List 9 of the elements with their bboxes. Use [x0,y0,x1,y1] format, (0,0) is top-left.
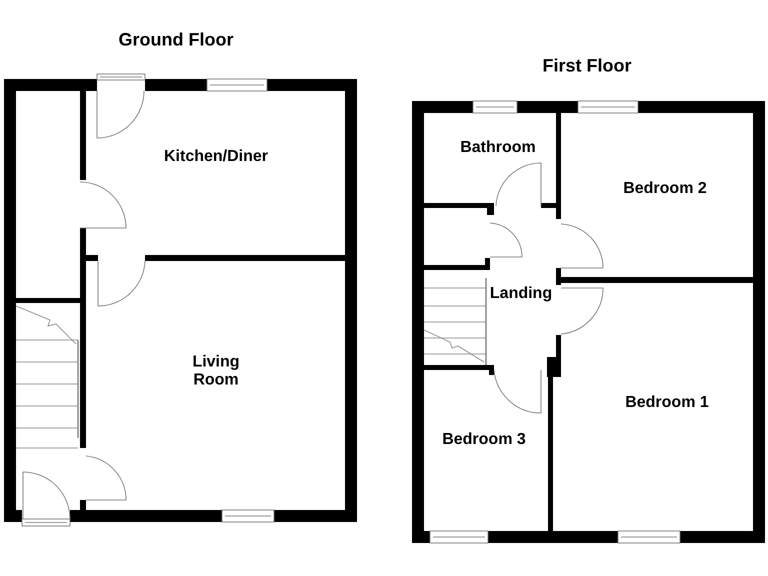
floor-heading: First Floor [542,56,632,76]
floor-heading: Ground Floor [118,30,234,50]
room-label: Living Room [176,354,256,390]
room-label: Bedroom 2 [615,180,715,198]
room-label: Bedroom 3 [434,430,534,450]
room-label: Bathroom [448,138,548,158]
room-label: Kitchen/Diner [146,148,286,166]
room-label: Landing [481,284,561,304]
room-label: Bedroom 1 [617,394,717,412]
